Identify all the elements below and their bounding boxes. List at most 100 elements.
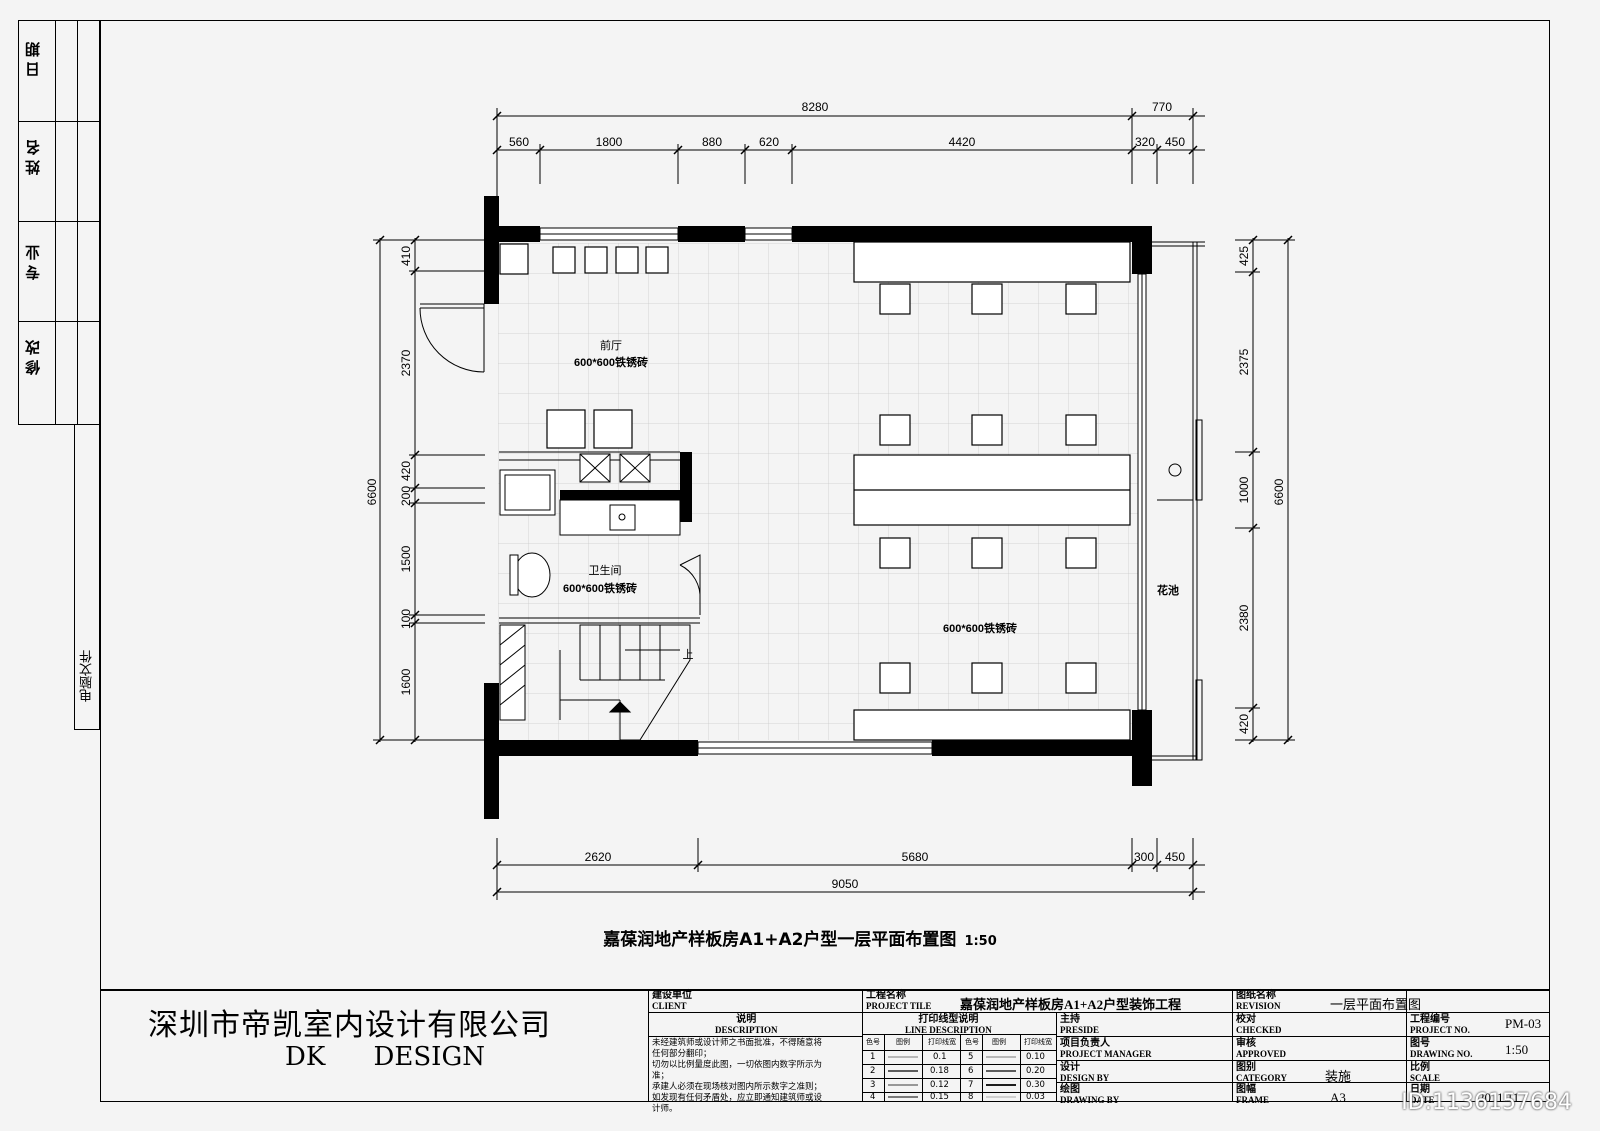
company-name-cn: 深圳市帝凯室内设计有限公司 — [148, 1008, 551, 1043]
scale-label: 比例 SCALE — [1410, 1062, 1441, 1083]
line-color-no: 3 — [870, 1080, 876, 1090]
dim-left-seg: 1500 — [399, 545, 413, 572]
dim-left-overall: 6600 — [365, 478, 379, 505]
revision-panel — [18, 20, 100, 425]
entry-door — [419, 303, 485, 373]
file-box — [74, 425, 100, 730]
right-dimensions — [1235, 235, 1295, 745]
frame-value: A3 — [1330, 1090, 1346, 1105]
dim-top-overall: 8280 — [802, 100, 829, 114]
dim-bottom-seg: 300 — [1134, 850, 1154, 864]
project-manager-label: 项目负责人 PROJECT MANAGER — [1060, 1038, 1152, 1059]
staircase — [499, 624, 691, 741]
bottom-dimensions — [492, 838, 1205, 900]
wc-tile: 600*600铁锈砖 — [563, 581, 637, 595]
top-dimensions — [492, 108, 1205, 200]
dim-left-seg: 410 — [399, 246, 413, 266]
company-name-en: DK DESIGN — [285, 1042, 485, 1072]
dim-left-seg: 2370 — [399, 349, 413, 376]
project-no-label: 工程编号 PROJECT NO. — [1410, 1014, 1470, 1035]
wc-name: 卫生间 — [589, 563, 622, 577]
dim-top-seg: 880 — [702, 135, 722, 149]
drawing-scale: 1:50 — [964, 934, 997, 949]
dim-top-seg: 320 — [1135, 135, 1155, 149]
planter-label: 花池 — [1157, 583, 1179, 597]
drawing-name: 一层平面布置图 — [1330, 997, 1422, 1012]
line-width: 0.30 — [1026, 1080, 1045, 1090]
drawing-title-text: 嘉葆润地产样板房A1+A2户型一层平面布置图 — [603, 930, 957, 950]
approved-label: 审核 APPROVED — [1236, 1038, 1286, 1059]
frame-label: 图幅 FRAME — [1236, 1084, 1269, 1105]
drawing-by-label: 绘图 DRAWING BY — [1060, 1084, 1120, 1105]
preside-label: 主持 PRESIDE — [1060, 1014, 1100, 1035]
drawing-name-label: 图纸名称 REVISION — [1236, 990, 1281, 1011]
project-name: 嘉葆润地产样板房A1+A2户型装饰工程 — [960, 997, 1182, 1012]
dim-bottom-overall: 9050 — [832, 877, 859, 891]
line-width: 0.20 — [1026, 1066, 1045, 1076]
foyer-tile: 600*600铁锈砖 — [574, 355, 648, 369]
windows — [539, 227, 1147, 755]
category-label: 图别 CATEGORY — [1236, 1062, 1288, 1083]
description-label: 说明 DESCRIPTION — [715, 1014, 778, 1035]
dim-bottom-seg: 5680 — [902, 850, 929, 864]
drawing-frame — [100, 20, 1550, 1102]
dim-top-seg: 1800 — [596, 135, 623, 149]
line-width: 0.18 — [930, 1066, 949, 1076]
dim-right-seg: 2380 — [1237, 604, 1251, 631]
balcony-outline — [1152, 241, 1205, 761]
dim-top-seg: 560 — [509, 135, 529, 149]
dim-right-seg: 1000 — [1237, 476, 1251, 503]
line-header: 色号 — [866, 1038, 880, 1046]
dim-bottom-seg: 2620 — [585, 850, 612, 864]
dim-right-seg: 2375 — [1237, 348, 1251, 375]
line-color-no: 8 — [968, 1092, 974, 1102]
description-notes: 未经建筑师或设计师之书面批准，不得随意将 任何部分翻印； 切勿以比例量度此图，一… — [652, 1038, 823, 1114]
bathroom-fixtures — [499, 451, 701, 624]
foyer-name: 前厅 — [600, 338, 622, 352]
line-header: 图例 — [896, 1038, 910, 1046]
client-label: 建设单位 CLIENT — [652, 990, 692, 1011]
line-width: 0.03 — [1026, 1092, 1045, 1102]
dimension-labels: 8280 770 560 1800 880 620 4420 320 450 2… — [365, 100, 1286, 891]
date-label-tb: 日期 DATE — [1410, 1084, 1435, 1105]
stair-up-label: 上 — [683, 648, 694, 661]
line-color-no: 7 — [968, 1080, 974, 1090]
dim-left-seg: 1600 — [399, 668, 413, 695]
dim-left-seg: 100 — [399, 609, 413, 629]
line-color-no: 1 — [870, 1052, 876, 1062]
drawing-no-value: 1:50 — [1505, 1042, 1529, 1057]
line-width: 0.15 — [930, 1092, 949, 1102]
line-header: 图例 — [992, 1038, 1006, 1046]
drawing-title: 嘉葆润地产样板房A1+A2户型一层平面布置图 1:50 — [0, 925, 1600, 950]
left-dimensions — [373, 235, 485, 745]
checked-label: 校对 CHECKED — [1236, 1014, 1282, 1035]
category-value: 装施 — [1325, 1069, 1352, 1084]
drawing-no-label: 图号 DRAWING NO. — [1410, 1038, 1473, 1059]
image-id-watermark: ID:1136157684 — [1401, 1090, 1572, 1115]
line-width: 0.12 — [930, 1080, 949, 1090]
line-description-label: 打印线型说明 LINE DESCRIPTION — [905, 1014, 992, 1035]
line-width: 0.10 — [1026, 1052, 1045, 1062]
date-value: 2011.11 — [1478, 1090, 1520, 1105]
project-no-value: PM-03 — [1505, 1016, 1542, 1031]
project-title-label: 工程名称 PROJECT TILE — [866, 990, 932, 1011]
line-color-no: 6 — [968, 1066, 974, 1076]
line-color-no: 2 — [870, 1066, 876, 1076]
foyer-furniture — [499, 241, 1131, 741]
dim-bottom-seg: 450 — [1165, 850, 1185, 864]
main-tile: 600*600铁锈砖 — [943, 621, 1017, 635]
walls — [484, 196, 1152, 819]
dim-left-seg: 420 — [399, 461, 413, 481]
line-color-no: 5 — [968, 1052, 974, 1062]
dim-right-overall: 6600 — [1272, 478, 1286, 505]
dim-top-balcony: 770 — [1152, 100, 1172, 114]
line-color-no: 4 — [870, 1092, 876, 1102]
dim-right-seg: 425 — [1237, 246, 1251, 266]
dim-right-seg: 420 — [1237, 714, 1251, 734]
line-header: 打印线宽 — [928, 1038, 956, 1046]
design-by-label: 设计 DESIGN BY — [1060, 1062, 1110, 1083]
room-labels: 前厅 600*600铁锈砖 卫生间 600*600铁锈砖 600*600铁锈砖 … — [563, 338, 1179, 661]
line-header: 打印线宽 — [1024, 1038, 1052, 1046]
